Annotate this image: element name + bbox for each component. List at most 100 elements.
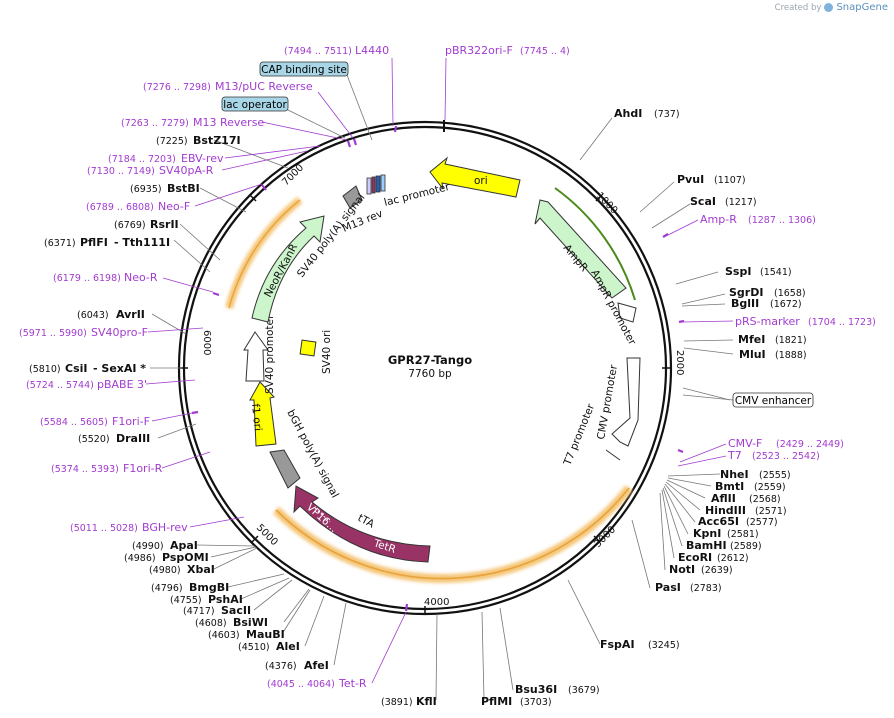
primer-sv40pro-f: SV40pro-F <box>91 326 148 339</box>
cap-binding-site-box[interactable]: CAP binding site <box>259 61 349 77</box>
enzyme-bsiwi: BsiWI <box>233 616 268 629</box>
tick-5000: 5000 <box>254 522 280 548</box>
svg-text:(737): (737) <box>654 109 680 120</box>
enzyme-aflii: AflII <box>711 492 736 505</box>
enzyme-pasi: PasI <box>655 581 681 594</box>
svg-text:(4990): (4990) <box>132 541 164 552</box>
primer-labels: (7494 .. 7511) L4440 pBR322ori-F (7745 .… <box>19 44 876 690</box>
svg-text:(5374 .. 5393): (5374 .. 5393) <box>51 464 119 475</box>
enzyme-ecori: EcoRI <box>678 551 712 564</box>
svg-text:(2559): (2559) <box>754 482 786 493</box>
enzyme-pvui: PvuI <box>677 173 704 186</box>
ampr-orf-line <box>554 187 636 301</box>
svg-text:(1821): (1821) <box>775 335 807 346</box>
svg-text:(7745 .. 4): (7745 .. 4) <box>520 46 570 57</box>
enzyme-tth111i: - Tth111I <box>114 236 170 249</box>
feature-t7-promoter-label: T7 promoter <box>561 402 597 468</box>
primer-amp-r: Amp-R <box>700 213 737 226</box>
svg-text:(5520): (5520) <box>78 434 110 445</box>
feature-tta[interactable]: tTA VP16... TetR <box>293 485 431 563</box>
primer-pbr322ori-f: pBR322ori-F <box>445 44 513 57</box>
feature-lac-promoter-label: lac promoter <box>383 181 452 209</box>
svg-text:(5011 .. 5028): (5011 .. 5028) <box>70 523 138 534</box>
primer-pbabe-3: pBABE 3' <box>97 378 147 391</box>
svg-text:(7494 .. 7511): (7494 .. 7511) <box>284 46 352 57</box>
enzyme-bstz17i: BstZ17I <box>193 134 241 147</box>
svg-text:(1107): (1107) <box>714 175 746 186</box>
svg-text:(1672): (1672) <box>770 299 802 310</box>
feature-f1-ori[interactable]: f1 ori <box>249 381 277 447</box>
enzyme-scai: ScaI <box>690 195 716 208</box>
svg-text:(6371): (6371) <box>44 238 76 249</box>
enzyme-pshai: PshAI <box>208 593 243 606</box>
primer-prs-marker: pRS-marker <box>735 315 800 328</box>
enzyme-acc65i: Acc65I <box>698 515 739 528</box>
primer-m13-puc-reverse: M13/pUC Reverse <box>215 80 313 93</box>
enzyme-apai: ApaI <box>170 539 198 552</box>
svg-text:(6769): (6769) <box>114 220 146 231</box>
plasmid-name: GPR27-Tango <box>388 353 472 367</box>
svg-text:(2581): (2581) <box>727 529 759 540</box>
feature-ori[interactable]: ori <box>429 156 521 198</box>
enzyme-bmti: BmtI <box>715 480 744 493</box>
enzyme-ahdi: AhdI <box>614 107 642 120</box>
cmv-enhancer-box[interactable]: CMV enhancer <box>732 392 814 408</box>
enzyme-kfli: KflI <box>416 695 437 708</box>
svg-text:(5971 .. 5990): (5971 .. 5990) <box>19 328 87 339</box>
svg-text:(4796): (4796) <box>151 583 183 594</box>
feature-sv40-ori[interactable]: SV40 ori <box>299 330 333 374</box>
svg-text:(6935): (6935) <box>130 184 162 195</box>
primer-leaders <box>145 57 734 684</box>
svg-text:(7184 .. 7203): (7184 .. 7203) <box>108 154 176 165</box>
svg-text:(5724 .. 5744): (5724 .. 5744) <box>26 380 94 391</box>
primer-m13-reverse: M13 Reverse <box>193 116 264 129</box>
feature-sv40-ori-label: SV40 ori <box>321 330 333 374</box>
primer-bgh-rev: BGH-rev <box>142 521 188 534</box>
enzyme-sspi: SspI <box>725 265 751 278</box>
primer-cmv-f: CMV-F <box>728 437 762 450</box>
svg-text:(2429 .. 2449): (2429 .. 2449) <box>776 439 844 450</box>
right-enzyme-labels: AhdI (737) PvuI (1107) ScaI (1217) SspI … <box>600 107 807 651</box>
svg-text:(6043): (6043) <box>77 310 109 321</box>
credit-brand: SnapGene <box>836 2 888 13</box>
svg-text:(4717): (4717) <box>183 606 215 617</box>
enzyme-sgrdi: SgrDI <box>729 286 763 299</box>
enzyme-xbai: XbaI <box>187 563 215 576</box>
svg-text:(4980): (4980) <box>149 565 181 576</box>
enzyme-afei: AfeI <box>304 659 329 672</box>
svg-text:(1287 .. 1306): (1287 .. 1306) <box>748 215 816 226</box>
feature-cmv-promoter[interactable]: CMV promoter <box>595 357 641 447</box>
enzyme-sexai: - SexAI * <box>93 362 146 375</box>
enzyme-avrii: AvrII <box>116 308 145 321</box>
lac-operator-label: lac operator <box>223 99 287 111</box>
feature-bgh-polya-label: bGH poly(A) signal <box>284 408 341 500</box>
enzyme-mfei: MfeI <box>738 333 765 346</box>
svg-text:(4603): (4603) <box>208 630 240 641</box>
enzyme-csii: CsiI <box>65 362 87 375</box>
primer-tet-r: Tet-R <box>338 677 367 690</box>
lac-operator-box[interactable]: lac operator <box>221 96 289 112</box>
enzyme-draiii: DraIII <box>116 432 150 445</box>
svg-text:(4986): (4986) <box>124 553 156 564</box>
svg-text:(2571): (2571) <box>755 506 787 517</box>
plasmid-length: 7760 bp <box>408 368 452 380</box>
feature-sv40-promoter[interactable]: SV40 promoter <box>243 314 276 394</box>
enzyme-bstbi: BstBI <box>167 182 200 195</box>
svg-text:(6179 .. 6198): (6179 .. 6198) <box>53 273 121 284</box>
svg-text:(7276 .. 7298): (7276 .. 7298) <box>143 82 211 93</box>
feature-bgh-polya[interactable]: bGH poly(A) signal <box>269 408 341 500</box>
svg-text:(7263 .. 7279): (7263 .. 7279) <box>121 118 189 129</box>
svg-text:(2577): (2577) <box>746 517 778 528</box>
enzyme-kpni: KpnI <box>693 527 721 540</box>
tick-2000: 2000 <box>674 350 685 375</box>
svg-text:(7130 .. 7149): (7130 .. 7149) <box>87 166 155 177</box>
svg-text:(4045 .. 4064): (4045 .. 4064) <box>267 679 335 690</box>
enzyme-hindiii: HindIII <box>705 504 746 517</box>
cmv-enhancer-label: CMV enhancer <box>735 395 812 407</box>
svg-text:(1217): (1217) <box>725 197 757 208</box>
svg-text:(3679): (3679) <box>568 685 600 696</box>
enzyme-fspai: FspAI <box>600 638 635 651</box>
feature-lac-promoter[interactable]: lac promoter <box>383 181 452 209</box>
enzyme-bamhi: BamHI <box>686 539 727 552</box>
